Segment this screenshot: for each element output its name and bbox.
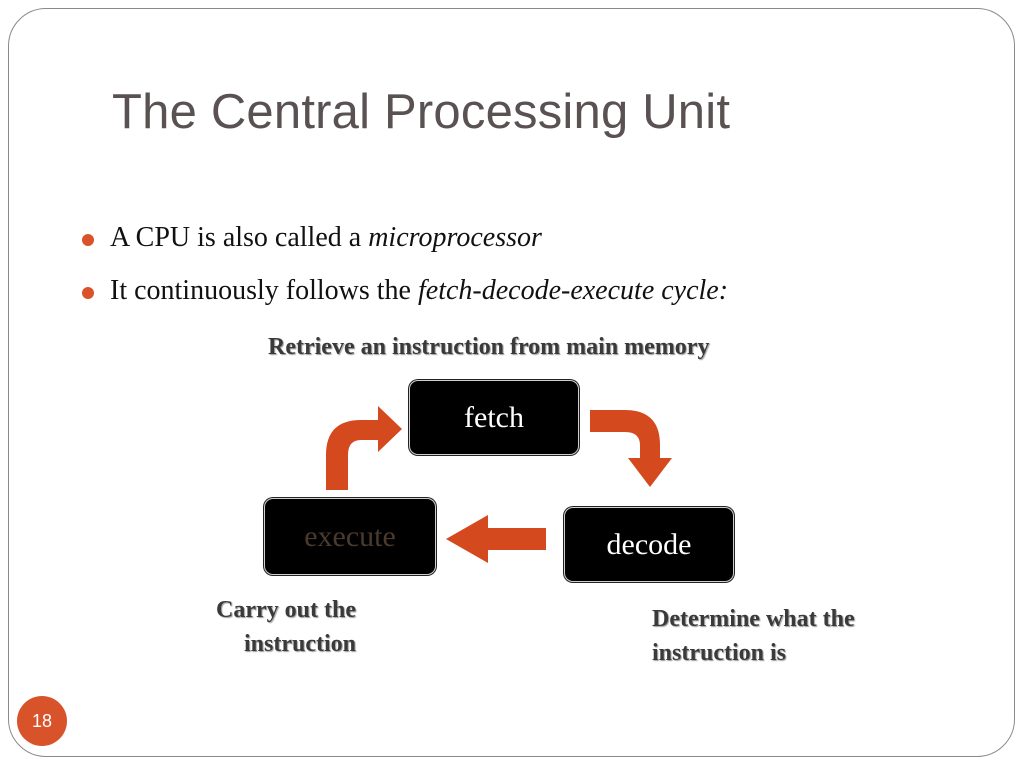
decode-caption-line: Determine what the: [652, 606, 855, 632]
bullet-list: A CPU is also called a microprocessor It…: [80, 222, 728, 328]
arrow-decode-to-execute-icon: [446, 515, 546, 563]
bullet-item: A CPU is also called a microprocessor: [80, 222, 728, 275]
arrow-fetch-to-decode-icon: [590, 410, 672, 487]
bullet-item: It continuously follows the fetch-decode…: [80, 275, 728, 328]
decode-box: decode: [564, 507, 734, 582]
fetch-box: fetch: [409, 380, 579, 455]
page-number-badge: 18: [17, 696, 67, 746]
bullet-emphasis: microprocessor: [368, 222, 542, 253]
bullet-text: A CPU is also called a: [110, 222, 369, 253]
slide-title: The Central Processing Unit: [112, 85, 731, 139]
execute-caption-line: instruction: [243, 631, 356, 657]
decode-caption: Determine what the instruction is: [652, 602, 855, 670]
execute-box: execute: [264, 498, 436, 575]
execute-caption-line: Carry out the: [216, 597, 356, 623]
decode-caption-line: instruction is: [652, 640, 787, 666]
bullet-dot-icon: [82, 287, 94, 299]
bullet-emphasis: fetch-decode-execute cycle:: [417, 275, 729, 306]
execute-caption: Carry out the instruction: [190, 593, 356, 661]
bullet-dot-icon: [82, 234, 94, 246]
bullet-text: It continuously follows the: [110, 275, 418, 306]
arrow-execute-to-fetch-icon: [326, 406, 402, 490]
fetch-caption: Retrieve an instruction from main memory: [268, 334, 710, 360]
